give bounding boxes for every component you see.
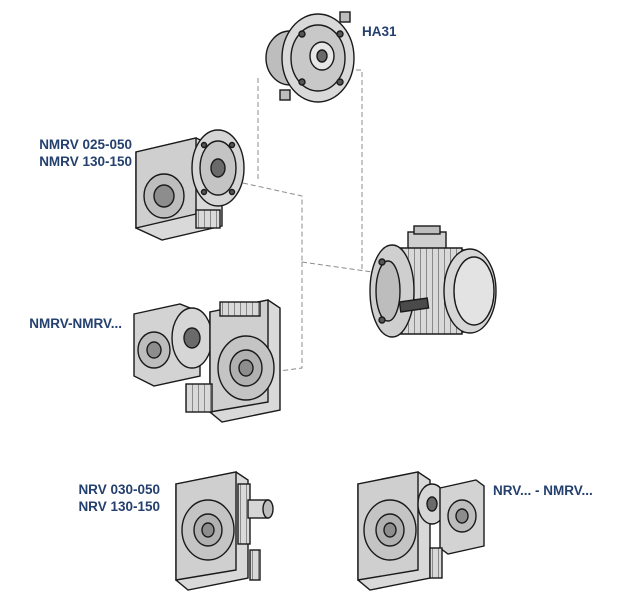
nrv-single-label-line2: NRV 130-150 — [78, 499, 160, 514]
ha31-adapter-drawing — [265, 11, 355, 103]
nrv-gearbox-drawing — [175, 471, 274, 591]
connector-adapter-to-motor — [340, 69, 363, 272]
ha31-label: HA31 — [362, 23, 397, 40]
nrv-combo-label: NRV... - NMRV... — [493, 482, 593, 499]
nmrv-gearbox-drawing — [135, 129, 245, 241]
nrv-single-label: NRV 030-050 NRV 130-150 — [78, 481, 160, 515]
connector-lines — [242, 69, 373, 373]
nmrv-combo-label-text: NMRV-NMRV... — [29, 316, 122, 331]
nrv-single-label-line1: NRV 030-050 — [78, 482, 160, 497]
nrv-combo-label-text: NRV... - NMRV... — [493, 483, 593, 498]
connector-gearbox-to-junction — [242, 182, 303, 262]
electric-motor-drawing — [369, 225, 497, 338]
ha31-label-text: HA31 — [362, 24, 397, 39]
nmrv-single-label-line2: NMRV 130-150 — [39, 154, 132, 169]
nmrv-combo-label: NMRV-NMRV... — [29, 315, 122, 332]
nmrv-single-label: NMRV 025-050 NMRV 130-150 — [39, 136, 132, 170]
connector-junction-to-motor — [301, 261, 373, 273]
nrv-nmrv-combo-drawing — [357, 471, 485, 591]
nmrv-single-label-line1: NMRV 025-050 — [39, 137, 132, 152]
nmrv-nmrv-combo-drawing — [133, 299, 281, 423]
connector-junction-to-combo — [271, 262, 303, 373]
